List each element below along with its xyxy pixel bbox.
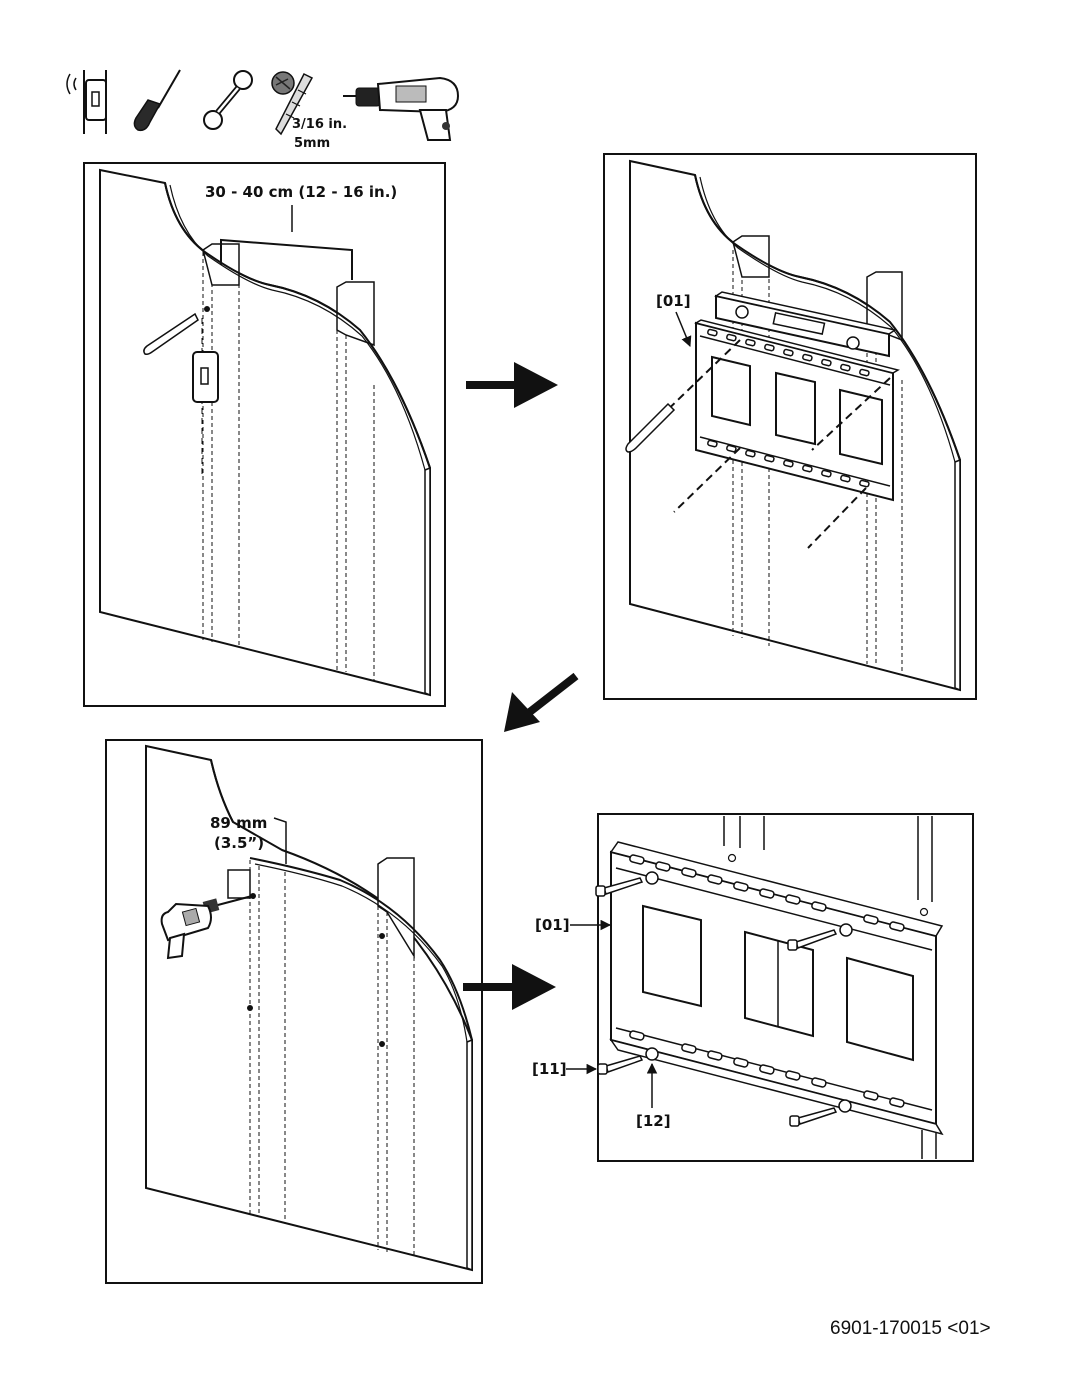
arrow-to-step-4 bbox=[463, 964, 556, 1010]
screwdriver-icon bbox=[133, 69, 181, 132]
wrench-icon bbox=[203, 70, 253, 130]
document-number: 6901-170015 <01> bbox=[830, 1318, 991, 1339]
drill-bit-icon bbox=[271, 71, 314, 136]
bolt-11-label: [11] bbox=[532, 1060, 567, 1078]
drill-bit-size-mm: 5mm bbox=[294, 136, 330, 151]
drill-bit-size-in: 3/16 in. bbox=[292, 117, 347, 132]
plate-01-label: [01] bbox=[535, 916, 570, 934]
arrow-to-step-3 bbox=[504, 672, 579, 732]
part-01-label: [01] bbox=[656, 292, 691, 310]
drill-in-use-icon bbox=[160, 895, 253, 960]
drill-depth-in: (3.5”) bbox=[214, 834, 264, 852]
tools-row: 3/16 in. 5mm bbox=[66, 69, 460, 151]
power-drill-icon bbox=[343, 76, 460, 141]
washer-12-label: [12] bbox=[636, 1112, 671, 1130]
stud-finder-icon bbox=[66, 70, 107, 134]
panel-step-1: 30 - 40 cm (12 - 16 in.) bbox=[83, 162, 446, 707]
panel-step-3: 89 mm (3.5”) bbox=[105, 739, 483, 1284]
arrow-to-step-2 bbox=[466, 362, 558, 408]
panel-step-4: [01] [11] [12] bbox=[532, 813, 974, 1162]
panel-step-2: [01] bbox=[603, 153, 977, 700]
stud-spacing-label: 30 - 40 cm (12 - 16 in.) bbox=[205, 183, 397, 201]
drill-depth-mm: 89 mm bbox=[210, 814, 267, 832]
